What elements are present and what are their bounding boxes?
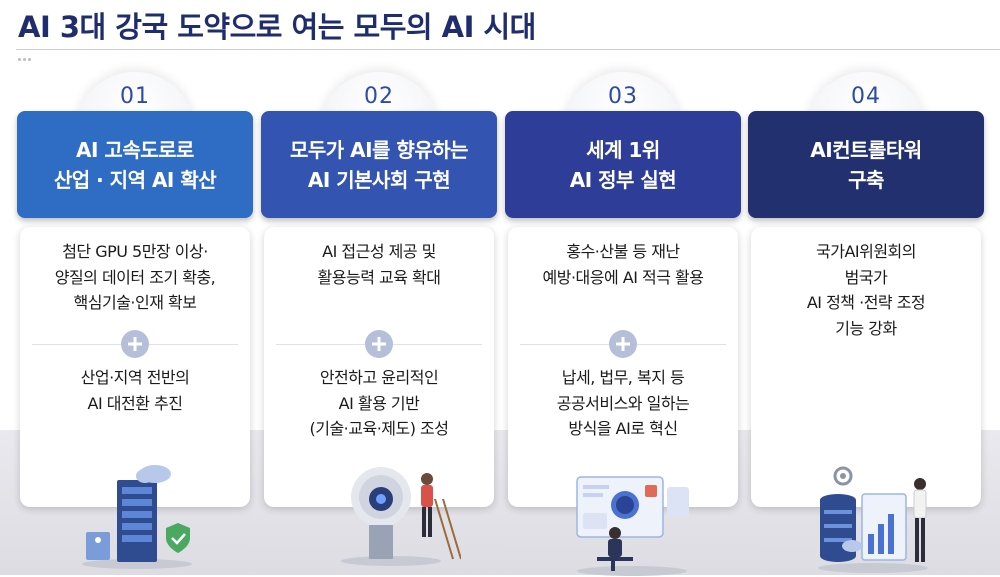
- column-card: 홍수·산불 등 재난 예방·대응에 AI 적극 활용 납세, 법무, 복지 등 …: [508, 227, 738, 507]
- column-heading: AI컨트롤타워 구축: [810, 137, 922, 192]
- robot-head-people-illustration: [341, 467, 461, 566]
- data-server-presenter-illustration: [818, 466, 928, 573]
- column-card: 국가AI위원회의 범국가 AI 정책 ·전략 조정 기능 강화: [751, 227, 981, 507]
- plus-icon: [609, 330, 637, 358]
- column-2: 02 모두가 AI를 향유하는 AI 기본사회 구현 AI 접근성 제공 및 활…: [261, 72, 497, 567]
- title-dots: [18, 46, 36, 61]
- column-heading: AI 고속도로로 산업 · 지역 AI 확산: [53, 137, 217, 192]
- card-item-1: 첨단 GPU 5만장 이상· 양질의 데이터 조기 확충, 핵심기술·인재 확보: [54, 242, 216, 313]
- card-item-1: 홍수·산불 등 재난 예방·대응에 AI 적극 활용: [542, 242, 705, 287]
- column-4: 04 AI컨트롤타워 구축 국가AI위원회의 범국가 AI 정책 ·전략 조정 …: [748, 72, 984, 573]
- column-heading: 세계 1위 AI 정부 실현: [569, 137, 677, 192]
- column-header: 모두가 AI를 향유하는 AI 기본사회 구현: [261, 111, 497, 218]
- card-item-2: 산업·지역 전반의 AI 대전환 추진: [80, 368, 190, 413]
- column-header: 세계 1위 AI 정부 실현: [505, 111, 741, 218]
- ai-dashboard-worker-illustration: [576, 476, 689, 576]
- column-header: AI 고속도로로 산업 · 지역 AI 확산: [17, 111, 253, 218]
- column-1: 01 AI 고속도로로 산업 · 지역 AI 확산 첨단 GPU 5만장 이상·…: [17, 72, 253, 569]
- page-title: AI 3대 강국 도약으로 여는 모두의 AI 시대: [18, 10, 536, 44]
- column-card: 첨단 GPU 5만장 이상· 양질의 데이터 조기 확충, 핵심기술·인재 확보…: [20, 227, 250, 507]
- column-number: 01: [120, 84, 150, 109]
- card-item-2: 안전하고 윤리적인 AI 활용 기반 (기술·교육·제도) 조성: [309, 368, 449, 439]
- column-number: 02: [364, 84, 394, 109]
- column-number: 04: [851, 84, 881, 109]
- column-header: AI컨트롤타워 구축: [748, 111, 984, 218]
- card-item-2: 납세, 법무, 복지 등 공공서비스와 일하는 방식을 AI로 혁신: [556, 368, 690, 439]
- title-rule: [16, 49, 1000, 50]
- column-heading: 모두가 AI를 향유하는 AI 기본사회 구현: [289, 137, 469, 192]
- card-item-1: 국가AI위원회의 범국가 AI 정책 ·전략 조정 기능 강화: [806, 242, 926, 338]
- column-number: 03: [608, 84, 638, 109]
- plus-icon: [365, 330, 393, 358]
- server-cloud-shield-illustration: [82, 465, 192, 569]
- plus-icon: [121, 330, 149, 358]
- card-item-1: AI 접근성 제공 및 활용능력 교육 확대: [317, 242, 441, 287]
- column-3: 03 세계 1위 AI 정부 실현 홍수·산불 등 재난 예방·대응에 AI 적…: [505, 72, 741, 576]
- column-card: AI 접근성 제공 및 활용능력 교육 확대 안전하고 윤리적인 AI 활용 기…: [264, 227, 494, 507]
